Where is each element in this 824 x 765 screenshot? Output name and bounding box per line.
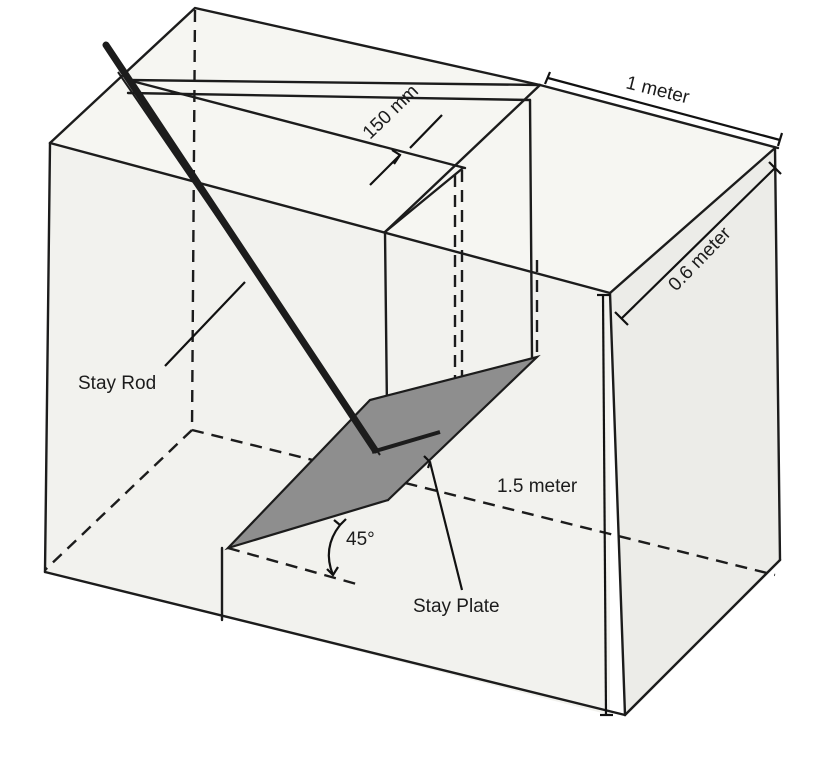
label-stay-rod: Stay Rod (78, 373, 156, 394)
box-front-left (43, 141, 52, 574)
box-right-bottom (623, 558, 782, 717)
dim-1m-tick-right (776, 132, 784, 147)
front-face (45, 143, 610, 715)
stay-rod-highlight (117, 71, 381, 456)
box-right-back (773, 146, 782, 562)
dim-1m-tick-left (543, 71, 552, 85)
hidden-bottom-back (191, 428, 776, 577)
dim-150-arrow-a (369, 154, 401, 186)
box-top-back (48, 6, 542, 145)
label-1-5-meter: 1.5 meter (497, 476, 578, 497)
angle-arrow-top (333, 518, 347, 527)
partition-top (126, 78, 542, 234)
label-stay-plate: Stay Plate (413, 596, 500, 617)
dim-1m-line (547, 76, 781, 142)
partition-front-top (126, 78, 467, 170)
dim-06m-tick-a (614, 311, 629, 326)
right-face (610, 148, 780, 715)
stay-rod-foot (371, 430, 441, 454)
partition-top-inner (126, 91, 532, 102)
hidden-bottom-back-left (44, 429, 193, 571)
angle-arc (327, 524, 341, 576)
box-top-front (48, 141, 612, 295)
box-front-bottom (43, 570, 627, 717)
stay-plate-leader-tip (423, 455, 432, 469)
dim-150-head-a (391, 149, 402, 165)
stay-plate (224, 354, 541, 551)
label-45-degrees: 45° (346, 529, 375, 550)
box-top-right (538, 83, 780, 150)
angle-arrow-bottom (326, 566, 339, 577)
dim-15m-line (601, 294, 608, 716)
box-front-right (608, 291, 627, 717)
label-1-meter: 1 meter (624, 72, 692, 108)
dim-150-arrow-b (409, 114, 443, 149)
partition-edge-top (383, 166, 465, 234)
hidden-angle-ref (227, 546, 361, 587)
partition-back-vertical (528, 98, 534, 360)
stay-plate-leader (428, 461, 464, 591)
box-right-top (608, 146, 777, 295)
top-face (50, 8, 775, 293)
dim-06m-line (621, 167, 776, 319)
dim-06m-tick-b (768, 161, 782, 175)
stay-rod-leader (164, 281, 246, 367)
